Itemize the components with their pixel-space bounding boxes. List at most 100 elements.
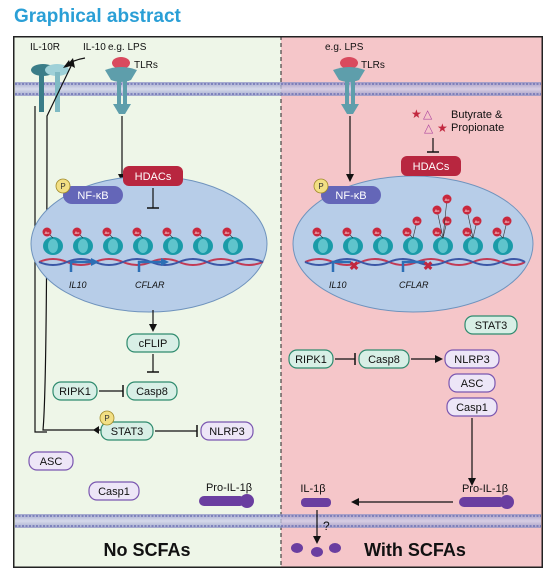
acetyl-icon [132,227,142,237]
stat3-label-left: STAT3 [111,426,144,438]
graphical-abstract-figure: IL-10R IL-10 e.g. LPS TLRs HDACs NF-κB P… [13,36,543,568]
acetyl-label: Ac [435,208,440,213]
casp8-label-left: Casp8 [136,386,168,398]
acetyl-icon [462,227,472,237]
nucleosome-icon: Ac [132,227,153,255]
acetyl-label: Ac [465,208,470,213]
svg-text:★: ★ [411,107,422,121]
acetyl-label: Ac [445,197,450,202]
acetyl-icon [312,227,322,237]
acetyl-icon [162,227,172,237]
acetyl-icon [42,227,52,237]
acetyl-label: Ac [435,230,440,235]
graphical-abstract-title: Graphical abstract [14,6,181,27]
stat3-box-left [100,421,154,441]
tlrs-label-right: TLRs [361,60,385,71]
nfkb-box-left [63,186,123,204]
propionate-label: Propionate [451,122,504,134]
stat3-box-right [464,315,518,335]
svg-text:△: △ [423,107,433,121]
question-icon: ? [323,519,330,533]
nlrp3-box-left [200,421,254,441]
lps-icon-left [112,57,130,69]
acetyl-label: Ac [225,230,230,235]
svg-text:★: ★ [437,121,448,135]
tlr-receptor-icon-right [333,67,365,114]
acetyl-label: Ac [375,230,380,235]
asc-box-right [448,373,496,393]
asc-label-left: ASC [40,456,63,468]
acetyl-icon [192,227,202,237]
proil1b-icon-right [459,495,514,509]
nucleosome-icon: Ac [222,227,243,255]
acetyl-icon [372,227,382,237]
hdacs-label-right: HDACs [413,161,450,173]
phosphate-label-right: P [318,182,323,191]
acetyl-label: Ac [45,230,50,235]
nlrp3-label-right: NLRP3 [454,354,489,366]
top-membrane-icon [15,82,541,96]
with-scfas-label: With SCFAs [364,540,466,560]
svg-text:✖: ✖ [349,259,359,273]
acetyl-label: Ac [135,230,140,235]
il10r-receptor-icon [31,64,69,112]
cflip-label: cFLIP [139,338,168,350]
acetyl-label: Ac [195,230,200,235]
nucleosome-icon: Ac [72,227,93,255]
acetyl-icon [72,227,82,237]
cflip-box [126,333,180,353]
lps-label-left: e.g. LPS [108,42,147,53]
nlrp3-label-left: NLRP3 [209,426,244,438]
acetyl-icon [472,216,482,226]
nucleosome-icon: Ac [42,227,63,255]
acetyl-icon [102,227,112,237]
stat3-label-right: STAT3 [475,320,508,332]
acetyl-icon [412,216,422,226]
asc-box-left [28,451,74,471]
hdacs-box-left [123,166,183,186]
ripk1-label-left: RIPK1 [59,386,91,398]
acetyl-icon [462,205,472,215]
acetyl-label: Ac [465,230,470,235]
il1b-label: IL-1β [300,483,325,495]
nfkb-label-right: NF-κB [335,190,366,202]
casp1-box-left [88,481,140,501]
nucleosome-icon: Ac [312,227,333,255]
hdacs-box-right [401,156,461,176]
acetyl-label: Ac [165,230,170,235]
gene-il10-right: IL10 [329,280,347,290]
tlr-receptor-icon-left [105,67,137,114]
hdacs-label-left: HDACs [135,171,172,183]
acetyl-label: Ac [445,219,450,224]
il10-label: IL-10 [83,42,106,53]
acetyl-icon [432,205,442,215]
nfkb-box-right [321,186,381,204]
figure-border [13,36,543,568]
nucleosomes-left: Ac Ac Ac Ac Ac Ac Ac [42,227,243,255]
acetyl-label: Ac [475,219,480,224]
acetyl-label: Ac [345,230,350,235]
secreted-il1b-icon [291,543,341,557]
acetyl-label: Ac [105,230,110,235]
proil1b-label-right: Pro-IL-1β [462,483,508,495]
nlrp3-box-right [444,349,500,369]
acetyl-icon [402,227,412,237]
svg-text:△: △ [424,121,434,135]
acetyl-label: Ac [415,219,420,224]
proil1b-icon-left [199,494,254,508]
nucleosome-icon: Ac [342,227,363,255]
phosphate-label-left: P [60,182,65,191]
casp8-box-left [126,381,178,401]
ripk1-label-right: RIPK1 [295,354,327,366]
casp1-box-right [446,397,498,417]
star-icon: ★ ★ [411,107,448,135]
acetyl-label: Ac [495,230,500,235]
ripk1-box-right [288,349,334,369]
nucleosome-icon: Ac [102,227,123,255]
acetyl-icon [342,227,352,237]
ripk1-box-left [52,381,98,401]
proil1b-label-left: Pro-IL-1β [206,482,252,494]
nucleosome-icon: Ac [162,227,183,255]
